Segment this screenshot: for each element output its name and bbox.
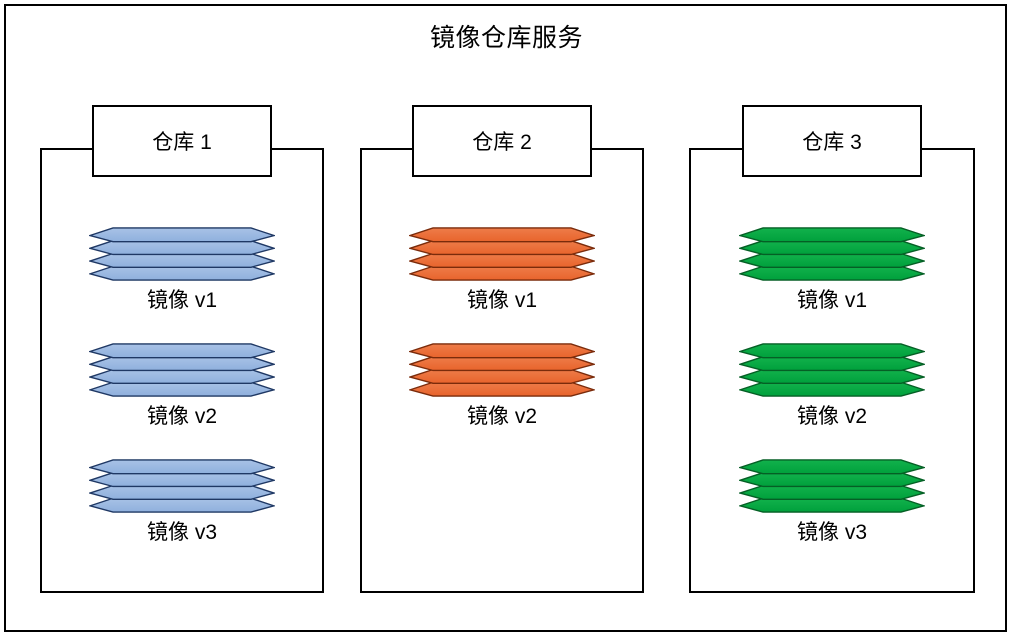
- image-layer: [409, 381, 595, 397]
- image-layer-stack: [739, 227, 925, 281]
- image-layer: [739, 240, 925, 256]
- image-layer: [409, 265, 595, 281]
- image-label: 镜像 v1: [466, 289, 537, 312]
- image-layer: [739, 356, 925, 372]
- image-label: 镜像 v3: [146, 521, 217, 544]
- repository-container-2[interactable]: 镜像 v1 镜像 v2 仓库 2: [360, 105, 644, 593]
- image-layer-stack: [409, 343, 595, 397]
- image-item[interactable]: 镜像 v1: [82, 226, 282, 314]
- image-label: 镜像 v1: [146, 289, 217, 312]
- image-layer: [739, 343, 925, 359]
- image-item[interactable]: 镜像 v2: [402, 342, 602, 430]
- image-layer-stack: [739, 343, 925, 397]
- image-item[interactable]: 镜像 v2: [82, 342, 282, 430]
- image-layer: [89, 472, 275, 488]
- image-layer: [739, 227, 925, 243]
- image-layer: [89, 343, 275, 359]
- image-layer: [739, 368, 925, 384]
- image-stack-list-2: 镜像 v1 镜像 v2: [360, 148, 644, 593]
- image-layer: [89, 356, 275, 372]
- image-layer: [89, 265, 275, 281]
- image-layer: [409, 240, 595, 256]
- image-item[interactable]: 镜像 v1: [402, 226, 602, 314]
- image-layer-stack: [739, 459, 925, 513]
- diagram-title: 镜像仓库服务: [429, 24, 583, 52]
- image-item[interactable]: 镜像 v3: [732, 458, 932, 546]
- image-layer: [409, 343, 595, 359]
- image-layer: [89, 240, 275, 256]
- image-layer: [89, 459, 275, 475]
- image-stack-list-1: 镜像 v1 镜像 v2 镜像 v3: [40, 148, 324, 593]
- image-layer: [409, 356, 595, 372]
- repository-header-2[interactable]: 仓库 2: [412, 105, 592, 177]
- image-layer: [739, 472, 925, 488]
- image-layer: [409, 368, 595, 384]
- image-layer-stack: [89, 343, 275, 397]
- image-item[interactable]: 镜像 v2: [732, 342, 932, 430]
- image-label: 镜像 v1: [796, 289, 867, 312]
- image-layer: [89, 252, 275, 268]
- image-stack-list-3: 镜像 v1 镜像 v2 镜像 v3: [689, 148, 975, 593]
- image-label: 镜像 v2: [146, 405, 217, 428]
- image-layer: [89, 497, 275, 513]
- image-layer-stack: [89, 227, 275, 281]
- image-label: 镜像 v2: [796, 405, 867, 428]
- image-item[interactable]: 镜像 v1: [732, 226, 932, 314]
- image-label: 镜像 v3: [796, 521, 867, 544]
- image-layer-stack: [89, 459, 275, 513]
- repository-header-1[interactable]: 仓库 1: [92, 105, 272, 177]
- image-label: 镜像 v2: [466, 405, 537, 428]
- image-layer: [89, 368, 275, 384]
- image-layer: [89, 227, 275, 243]
- image-layer: [89, 484, 275, 500]
- image-layer: [739, 381, 925, 397]
- image-layer: [739, 252, 925, 268]
- image-layer: [409, 252, 595, 268]
- image-item[interactable]: 镜像 v3: [82, 458, 282, 546]
- repository-header-3[interactable]: 仓库 3: [742, 105, 922, 177]
- repository-container-1[interactable]: 镜像 v1 镜像 v2 镜像 v3 仓库 1: [40, 105, 324, 593]
- repository-container-3[interactable]: 镜像 v1 镜像 v2 镜像 v3 仓库 3: [689, 105, 975, 593]
- image-layer: [739, 265, 925, 281]
- image-layer: [89, 381, 275, 397]
- image-layer-stack: [409, 227, 595, 281]
- image-layer: [409, 227, 595, 243]
- image-layer: [739, 484, 925, 500]
- image-layer: [739, 497, 925, 513]
- image-layer: [739, 459, 925, 475]
